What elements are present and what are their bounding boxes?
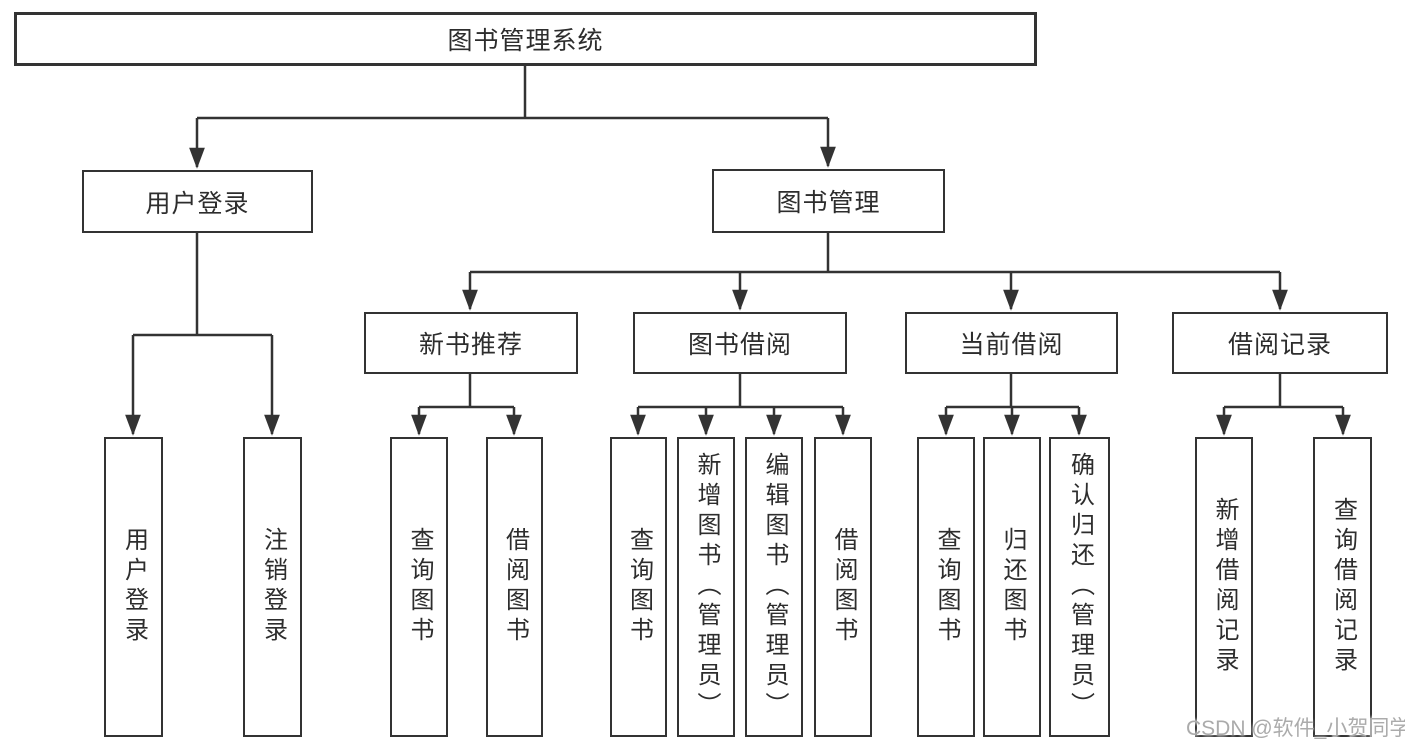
node-book-borrow-label: 图书借阅 [687, 331, 792, 359]
leaf-borrow-add-books-admin: 新增图书（管理员） [677, 437, 735, 737]
node-book-management: 图书管理 [712, 169, 945, 233]
connector-book-management-to-level3 [462, 233, 1288, 311]
leaf-newbook-borrow-books: 借阅图书 [486, 437, 543, 737]
node-new-book-recommend: 新书推荐 [364, 312, 578, 374]
connector-book-borrow-to-leaves [630, 374, 851, 436]
leaf-newbook-query-books-label: 查询图书 [406, 527, 433, 647]
leaf-borrow-borrow-books: 借阅图书 [814, 437, 872, 737]
node-library-management-system: 图书管理系统 [14, 12, 1037, 66]
leaf-logout: 注销登录 [243, 437, 302, 737]
leaf-borrow-query-books: 查询图书 [610, 437, 667, 737]
node-current-borrow-label: 当前借阅 [959, 331, 1064, 359]
leaf-newbook-query-books: 查询图书 [390, 437, 448, 737]
leaf-logout-label: 注销登录 [259, 527, 287, 647]
leaf-borrow-borrow-books-label: 借阅图书 [830, 527, 857, 647]
connector-root-to-level2 [189, 66, 836, 169]
node-book-borrow: 图书借阅 [633, 312, 847, 374]
node-new-book-recommend-label: 新书推荐 [418, 331, 523, 359]
leaf-current-query-books-label: 查询图书 [933, 527, 960, 647]
node-user-login: 用户登录 [82, 170, 313, 233]
connector-borrow-record-to-leaves [1216, 374, 1351, 436]
leaf-current-confirm-return-admin-label: 确认归还（管理员） [1066, 452, 1094, 722]
leaf-record-add-borrow-record: 新增借阅记录 [1195, 437, 1253, 737]
leaf-current-confirm-return-admin: 确认归还（管理员） [1049, 437, 1110, 737]
leaf-current-return-books-label: 归还图书 [999, 527, 1026, 647]
node-borrow-record-label: 借阅记录 [1227, 331, 1332, 359]
leaf-user-login-label: 用户登录 [120, 527, 148, 647]
node-borrow-record: 借阅记录 [1172, 312, 1388, 374]
leaf-borrow-edit-books-admin-label: 编辑图书（管理员） [761, 452, 788, 722]
leaf-borrow-query-books-label: 查询图书 [625, 527, 653, 647]
node-user-login-label: 用户登录 [145, 189, 250, 218]
leaf-newbook-borrow-books-label: 借阅图书 [501, 527, 529, 647]
node-book-management-label: 图书管理 [776, 189, 881, 217]
csdn-watermark: CSDN @软件_小贺同学 [1186, 717, 1405, 740]
leaf-current-query-books: 查询图书 [917, 437, 975, 737]
leaf-record-query-borrow-record: 查询借阅记录 [1313, 437, 1372, 737]
node-current-borrow: 当前借阅 [905, 312, 1118, 374]
leaf-user-login: 用户登录 [104, 437, 163, 737]
leaf-borrow-add-books-admin-label: 新增图书（管理员） [693, 452, 720, 722]
leaf-record-add-borrow-record-label: 新增借阅记录 [1211, 497, 1238, 677]
node-library-management-system-label: 图书管理系统 [447, 27, 604, 55]
connector-current-borrow-to-leaves [938, 374, 1087, 436]
connector-new-book-to-leaves [411, 374, 522, 436]
leaf-record-query-borrow-record-label: 查询借阅记录 [1329, 497, 1357, 677]
leaf-borrow-edit-books-admin: 编辑图书（管理员） [745, 437, 803, 737]
leaf-current-return-books: 归还图书 [983, 437, 1041, 737]
connector-user-login-to-leaves [125, 233, 280, 436]
